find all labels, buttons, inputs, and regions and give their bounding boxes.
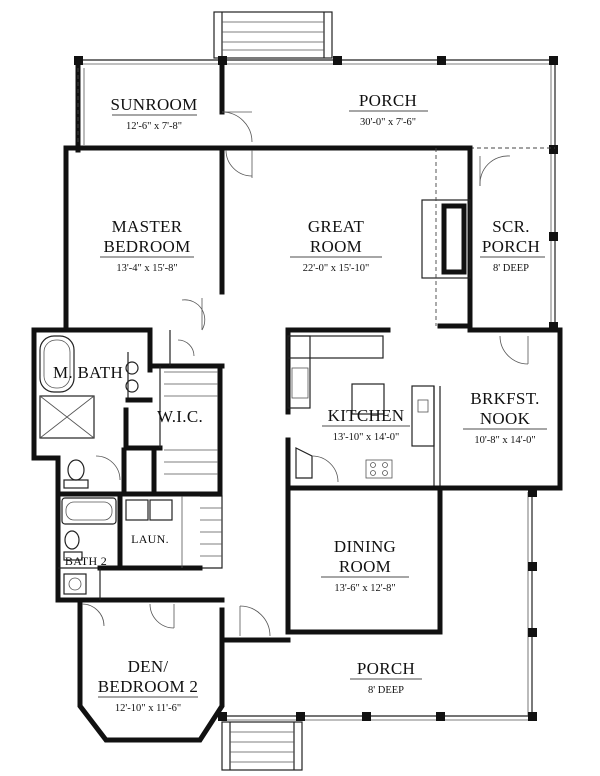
- room-sunroom: SUNROOM 12'-6" x 7'-8": [110, 95, 197, 132]
- laun-name: LAUN.: [131, 532, 169, 546]
- master-dim: 13'-4" x 15'-8": [116, 263, 177, 274]
- den-dim: 12'-10" x 11'-6": [115, 703, 181, 714]
- porch-top-dim: 30'-0" x 7'-6": [360, 117, 416, 128]
- room-laundry: LAUN.: [131, 532, 169, 546]
- room-great-room: GREAT ROOM 22'-0" x 15'-10": [290, 217, 382, 274]
- room-porch-top: PORCH 30'-0" x 7'-6": [349, 91, 428, 128]
- room-screened-porch: SCR. PORCH 8' DEEP: [480, 217, 545, 274]
- porch-bottom-name: PORCH: [357, 659, 415, 678]
- brkfst-dim: 10'-8" x 14'-0": [474, 435, 535, 446]
- dining-dim: 13'-6" x 12'-8": [334, 583, 395, 594]
- sunroom-walls: [75, 68, 253, 151]
- porch-posts-bottom: [218, 488, 537, 721]
- porch-top-name: PORCH: [359, 91, 417, 110]
- front-steps-top: [213, 11, 333, 59]
- den-name-line1: DEN/: [128, 657, 169, 676]
- room-master-bedroom: MASTER BEDROOM 13'-4" x 15'-8": [100, 217, 194, 274]
- room-breakfast-nook: BRKFST. NOOK 10'-8" x 14'-0": [463, 389, 547, 446]
- bath2-name: BATH 2: [65, 554, 107, 568]
- master-name-line1: MASTER: [112, 217, 183, 236]
- mbath-name: M. BATH: [53, 363, 123, 382]
- bottom-porch-railing: [219, 488, 533, 721]
- porch-posts-top: [74, 56, 558, 331]
- porch-bottom-dim: 8' DEEP: [368, 685, 404, 696]
- room-master-bath: M. BATH: [53, 363, 123, 382]
- dining-name-line1: DINING: [334, 537, 396, 556]
- room-wic: W.I.C.: [157, 407, 203, 426]
- great-name-line2: ROOM: [310, 237, 362, 256]
- room-dining-room: DINING ROOM 13'-6" x 12'-8": [321, 537, 409, 594]
- scr-porch-dim: 8' DEEP: [493, 263, 529, 274]
- great-name-line1: GREAT: [308, 217, 365, 236]
- great-dim: 22'-0" x 15'-10": [303, 263, 370, 274]
- kitchen-dim: 13'-10" x 14'-0": [333, 432, 400, 443]
- exterior-walls: [31, 145, 563, 743]
- den-name-line2: BEDROOM 2: [98, 677, 198, 696]
- door-swings: [225, 149, 529, 637]
- brkfst-name-line2: NOOK: [480, 409, 531, 428]
- sunroom-name: SUNROOM: [110, 95, 197, 114]
- stairs: [164, 371, 223, 569]
- kitchen-name: KITCHEN: [328, 406, 405, 425]
- wic-name: W.I.C.: [157, 407, 203, 426]
- scr-porch-name-line2: PORCH: [482, 237, 540, 256]
- room-bath-2: BATH 2: [65, 554, 107, 568]
- interior-walls: [39, 148, 471, 635]
- dining-name-line2: ROOM: [339, 557, 391, 576]
- scr-porch-name-line1: SCR.: [492, 217, 530, 236]
- room-kitchen: KITCHEN 13'-10" x 14'-0": [322, 406, 410, 443]
- room-den-bedroom-2: DEN/ BEDROOM 2 12'-10" x 11'-6": [98, 657, 198, 714]
- room-porch-bottom: PORCH 8' DEEP: [350, 659, 422, 696]
- master-name-line2: BEDROOM: [103, 237, 190, 256]
- front-steps-bottom: [221, 721, 303, 771]
- sunroom-dim: 12'-6" x 7'-8": [126, 121, 182, 132]
- brkfst-name-line1: BRKFST.: [470, 389, 539, 408]
